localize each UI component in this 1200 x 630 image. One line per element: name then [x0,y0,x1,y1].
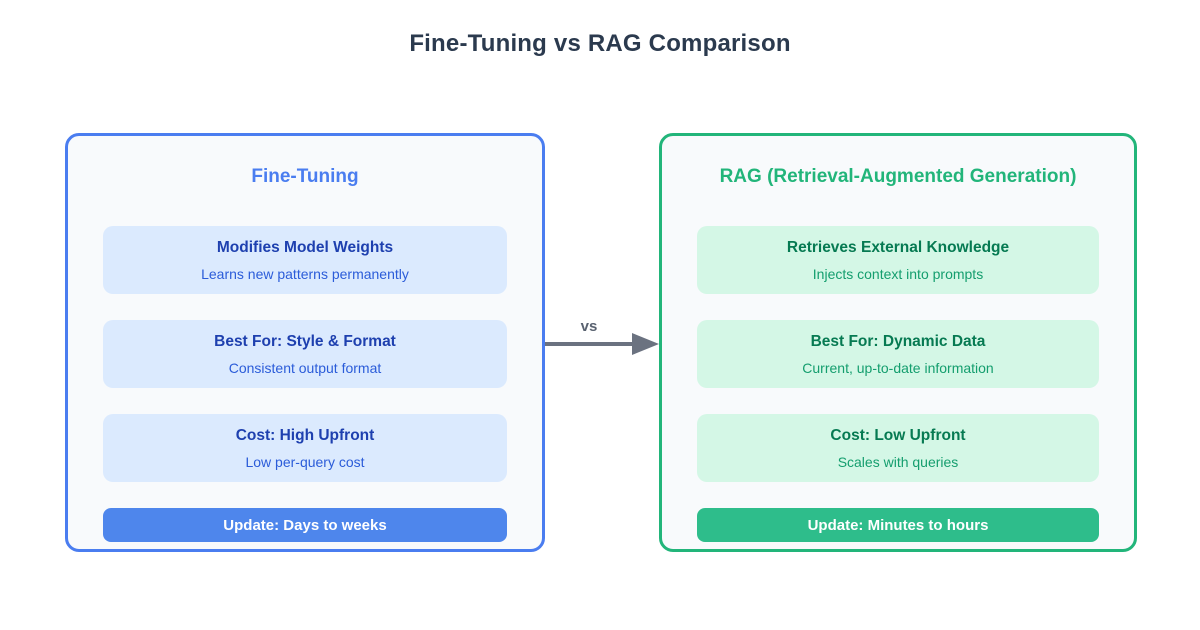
rag-card-list: Retrieves External Knowledge Injects con… [662,226,1134,482]
card-subtitle: Learns new patterns permanently [201,265,409,282]
arrow-head-icon [632,333,659,355]
card-subtitle: Scales with queries [837,453,959,470]
card-title: Modifies Model Weights [216,238,394,256]
feature-card: Best For: Style & Format Consistent outp… [103,320,507,388]
arrow-shaft [545,342,635,346]
card-title: Best For: Style & Format [214,332,396,350]
card-title: Cost: Low Upfront [830,426,966,444]
card-title: Best For: Dynamic Data [810,332,986,350]
card-subtitle: Injects context into prompts [812,265,984,282]
feature-card: Best For: Dynamic Data Current, up-to-da… [697,320,1099,388]
panel-rag-title: RAG (Retrieval-Augmented Generation) [719,166,1077,187]
panel-rag: RAG (Retrieval-Augmented Generation) Ret… [659,133,1137,552]
panel-fine-tuning-title: Fine-Tuning [251,166,359,187]
update-badge: Update: Minutes to hours [697,508,1099,542]
feature-card: Cost: High Upfront Low per-query cost [103,414,507,482]
card-subtitle: Current, up-to-date information [802,359,994,376]
panel-fine-tuning: Fine-Tuning Modifies Model Weights Learn… [65,133,545,552]
update-badge: Update: Days to weeks [103,508,507,542]
card-subtitle: Consistent output format [228,359,382,376]
feature-card: Cost: Low Upfront Scales with queries [697,414,1099,482]
feature-card: Retrieves External Knowledge Injects con… [697,226,1099,294]
card-title: Cost: High Upfront [235,426,375,444]
card-subtitle: Low per-query cost [245,453,365,470]
vs-label: vs [580,318,598,335]
diagram-title: Fine-Tuning vs RAG Comparison [409,30,791,57]
card-title: Retrieves External Knowledge [786,238,1010,256]
vs-arrow: vs [545,318,660,362]
fine-tuning-card-list: Modifies Model Weights Learns new patter… [68,226,542,482]
feature-card: Modifies Model Weights Learns new patter… [103,226,507,294]
